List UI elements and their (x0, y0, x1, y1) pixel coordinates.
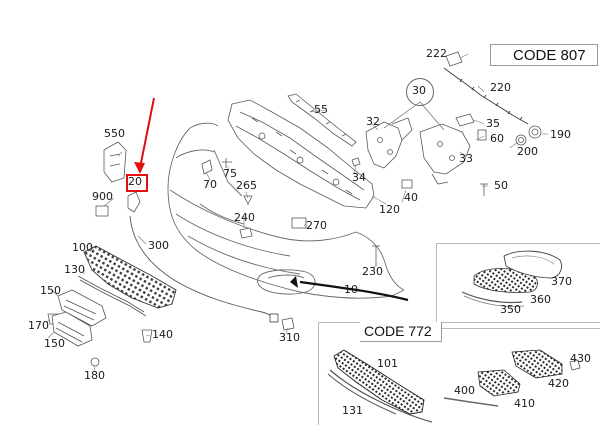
callout-140: 140 (152, 328, 173, 341)
plate-holders (51, 289, 107, 347)
callout-55: 55 (314, 103, 328, 116)
callout-265: 265 (236, 179, 257, 192)
callout-150-lower: 150 (44, 337, 65, 350)
callout-222: 222 (426, 47, 447, 60)
sensor-part-222 (445, 51, 463, 67)
callout-410: 410 (514, 397, 535, 410)
callout-350: 350 (500, 303, 521, 316)
callout-220: 220 (490, 81, 511, 94)
callout-35: 35 (486, 117, 500, 130)
callout-33: 33 (459, 152, 473, 165)
bracket-right (419, 123, 471, 185)
callout-32: 32 (366, 115, 380, 128)
callout-230: 230 (362, 265, 383, 278)
callout-70: 70 (203, 178, 217, 191)
sensor-strip (443, 67, 529, 125)
callout-400: 400 (454, 384, 475, 397)
callout-270: 270 (306, 219, 327, 232)
callout-360: 360 (530, 293, 551, 306)
part-10-arrow (290, 276, 409, 302)
code-772-label: CODE 772 (360, 322, 442, 342)
callout-370: 370 (551, 275, 572, 288)
callout-900: 900 (92, 190, 113, 203)
code-772-text: CODE 772 (364, 323, 432, 339)
bracket-left (365, 117, 413, 169)
callout-150-upper: 150 (40, 284, 61, 297)
callout-170: 170 (28, 319, 49, 332)
callout-310: 310 (279, 331, 300, 344)
callout-30-leaders (383, 101, 445, 131)
code-807-text: CODE 807 (513, 47, 586, 64)
callout-420: 420 (548, 377, 569, 390)
callout-180: 180 (84, 369, 105, 382)
callout-190: 190 (550, 128, 571, 141)
callout-60: 60 (490, 132, 504, 145)
callout-550: 550 (104, 127, 125, 140)
wiring-harness (129, 215, 279, 323)
reinforcement-carrier (227, 99, 375, 209)
callout-30-circle (406, 78, 434, 106)
callout-10: 10 (344, 283, 358, 296)
callout-75: 75 (223, 167, 237, 180)
lower-grille (83, 245, 177, 309)
code-807-label: CODE 807 (490, 44, 598, 66)
code-772-parts (327, 349, 581, 423)
trim-strip-130 (77, 275, 147, 317)
leader-lines (45, 53, 548, 373)
callout-120: 120 (379, 203, 400, 216)
bumper-cover (167, 122, 405, 299)
panel-upper-right (436, 243, 600, 329)
highlight-box-20 (126, 174, 148, 192)
fog-surround-parts (461, 250, 563, 307)
callout-100: 100 (72, 241, 93, 254)
callout-30: 30 (412, 84, 426, 97)
callout-240: 240 (234, 211, 255, 224)
callout-131: 131 (342, 404, 363, 417)
callout-430: 430 (570, 352, 591, 365)
callout-34: 34 (352, 171, 366, 184)
highlight-arrow (134, 97, 155, 174)
callout-130: 130 (64, 263, 85, 276)
callout-20: 20 (128, 175, 142, 188)
callout-50: 50 (494, 179, 508, 192)
upper-strip (287, 93, 357, 147)
callout-200: 200 (517, 145, 538, 158)
callout-101: 101 (377, 357, 398, 370)
panel-code-772 (318, 322, 600, 425)
callout-300: 300 (148, 239, 169, 252)
small-parts (47, 113, 542, 367)
callout-40: 40 (404, 191, 418, 204)
